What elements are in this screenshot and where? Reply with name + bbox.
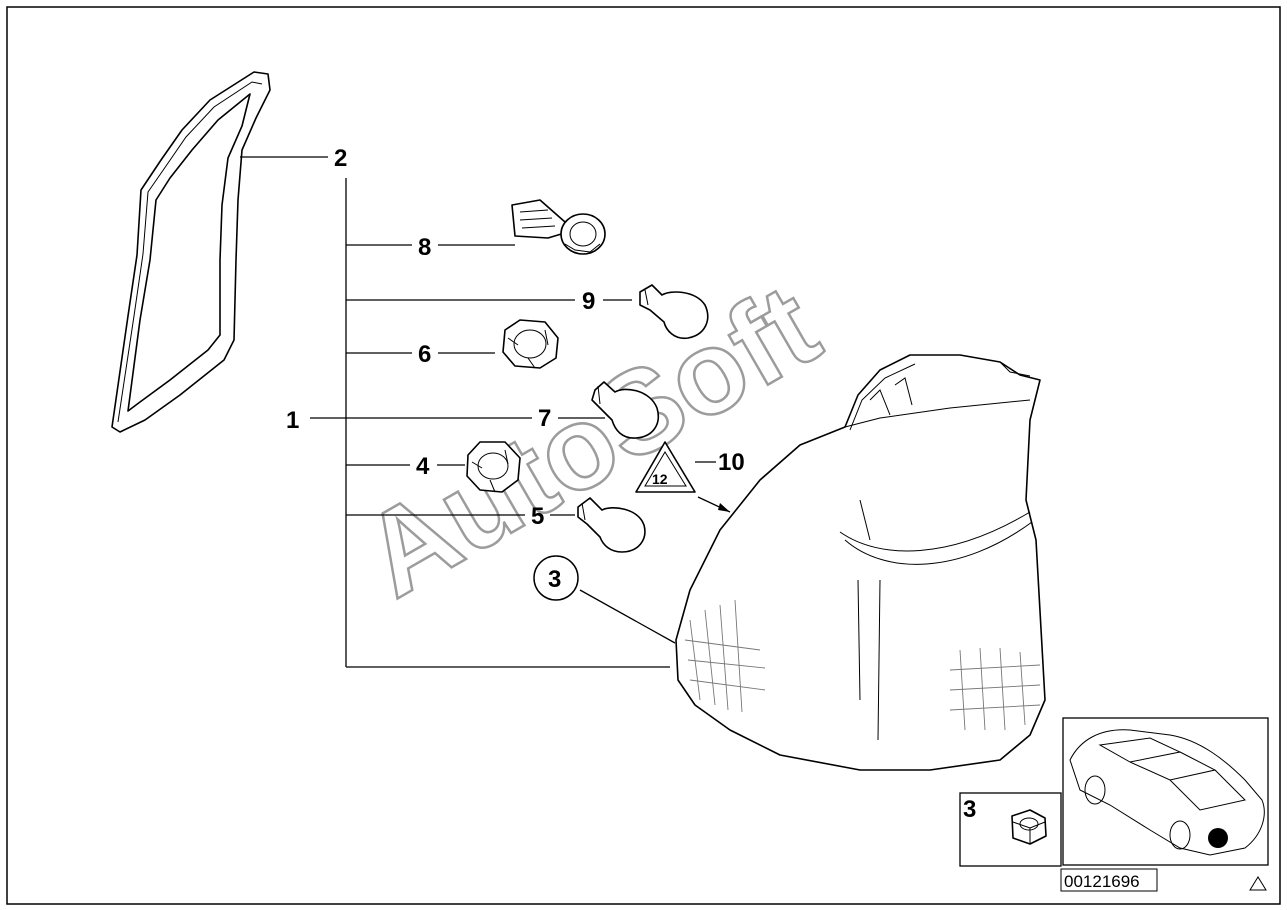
- bulb-5: [577, 497, 646, 553]
- corner-triangle-icon: [1249, 876, 1267, 891]
- label-5: 5: [531, 503, 544, 530]
- bulb-socket-6: [502, 319, 559, 369]
- part-number-box: [1060, 868, 1158, 892]
- bulb-socket-8: [511, 199, 606, 255]
- leader-lines: [240, 156, 731, 668]
- inset-nut-box: 3: [959, 792, 1062, 867]
- bulb-7: [591, 381, 659, 439]
- callout-circle-3: [533, 555, 579, 601]
- svg-text:12: 12: [652, 471, 668, 487]
- label-10: 10: [718, 449, 745, 476]
- label-1: 1: [286, 407, 299, 434]
- gasket-seal: [111, 71, 271, 433]
- warning-triangle-icon: 12: [635, 441, 696, 493]
- label-3: 3: [548, 566, 561, 593]
- bulb-socket-4: [466, 441, 521, 493]
- part-number: 00121696: [1064, 872, 1140, 891]
- tail-light-housing: [675, 354, 1046, 771]
- diagram-frame: [6, 6, 1281, 905]
- label-8: 8: [418, 234, 431, 261]
- label-9: 9: [582, 288, 595, 315]
- label-2: 2: [334, 145, 347, 172]
- bulb-9: [639, 284, 709, 340]
- label-4: 4: [416, 453, 430, 480]
- label-7: 7: [538, 405, 551, 432]
- car-location-thumbnail: [1062, 717, 1269, 866]
- inset-label: 3: [963, 796, 976, 823]
- hex-nut-icon: [1011, 809, 1047, 845]
- location-marker: [1208, 828, 1228, 848]
- label-6: 6: [418, 341, 431, 368]
